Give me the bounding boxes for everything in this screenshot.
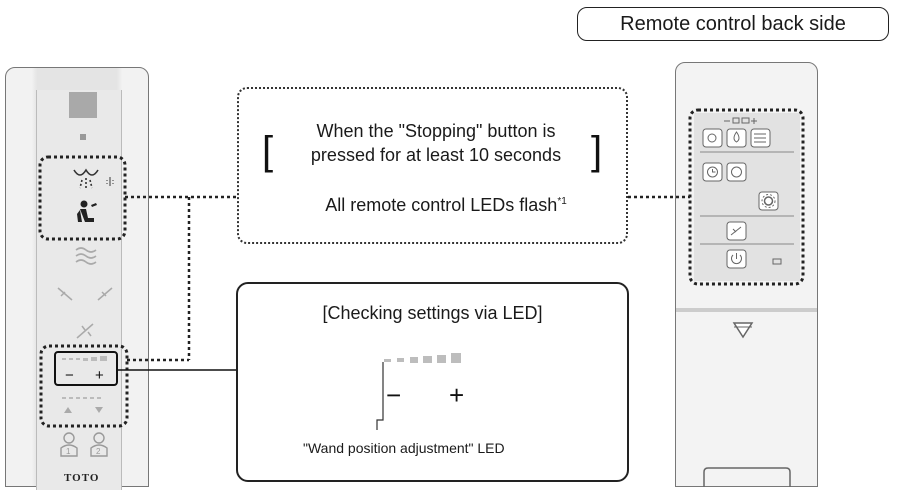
pressure-led-bar (62, 397, 101, 399)
back-side-tag-label: Remote control back side (620, 12, 846, 35)
water-temp-icon[interactable] (726, 128, 747, 148)
user-2-icon[interactable] (90, 432, 108, 457)
bracket-right: ] (591, 129, 602, 173)
wash-buttons-highlight (38, 155, 127, 241)
back-cover-seam (676, 308, 817, 312)
user-2-label: 2 (96, 447, 101, 456)
energy-saver-icon[interactable] (726, 162, 747, 182)
flash-result-text: All remote control LEDs flash*1 (296, 195, 596, 216)
battery-cover-slot (703, 467, 791, 487)
callout-plus-symbol: + (449, 380, 464, 410)
user-1-label: 1 (66, 447, 71, 456)
wand-adjust-buttons-box (54, 351, 118, 386)
top-led-row (724, 117, 757, 124)
condition-line-1: When the "Stopping" button is (316, 121, 556, 141)
dryer-icon[interactable] (75, 247, 97, 265)
wand-led-label: "Wand position adjustment" LED (303, 440, 505, 456)
wand-minus-button[interactable]: − (65, 367, 74, 384)
lid-open-arrow-icon[interactable] (732, 322, 754, 339)
flash-result-label: All remote control LEDs flash (325, 195, 558, 215)
rear-wash-icon[interactable] (73, 168, 99, 189)
bracket-left: [ (262, 129, 273, 173)
led-check-title: [Checking settings via LED] (322, 303, 543, 323)
dashed-connectors (125, 195, 690, 362)
toto-logo: TOTO (64, 472, 99, 484)
condition-line-2: pressed for at least 10 seconds (310, 145, 562, 165)
callout-minus-symbol: − (386, 380, 401, 410)
position-buttons-highlight (39, 344, 129, 428)
front-wash-icon[interactable] (106, 177, 114, 186)
deodorizer-icon[interactable] (702, 128, 723, 148)
wand-led-bar (62, 356, 107, 361)
wand-cleaning-icon[interactable] (76, 323, 94, 339)
stop-button-icon[interactable] (69, 92, 97, 118)
seated-person-icon[interactable] (77, 200, 97, 223)
led-check-callout (236, 282, 629, 482)
back-side-tag: Remote control back side (577, 7, 889, 41)
user-1-icon[interactable] (60, 432, 78, 457)
footnote-mark: *1 (557, 196, 567, 207)
led-pointer-line (376, 362, 384, 430)
callout-led-bar (384, 353, 461, 363)
wand-plus-button[interactable]: + (95, 367, 104, 384)
up-arrow-icon[interactable] (64, 407, 72, 413)
wand-position-icon[interactable] (57, 287, 113, 301)
battery-indicator (772, 258, 782, 265)
down-arrow-icon[interactable] (95, 407, 103, 413)
stop-led (80, 134, 86, 140)
led-flash-callout (237, 87, 628, 244)
